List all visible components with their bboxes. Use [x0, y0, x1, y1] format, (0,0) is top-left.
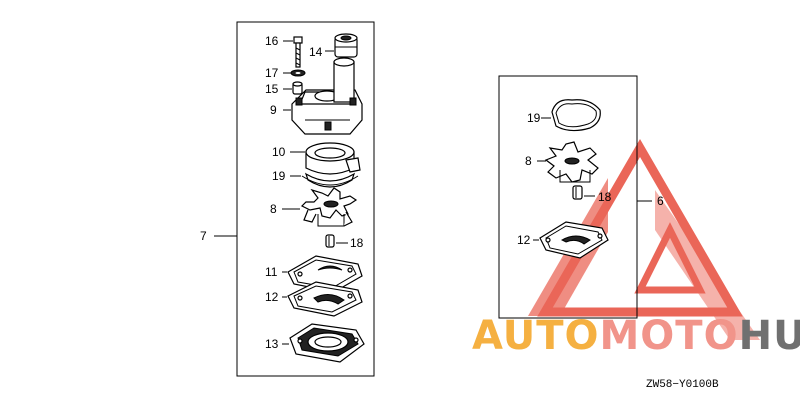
- label-9: 9: [270, 103, 277, 117]
- kit-6-frame: [498, 75, 638, 319]
- label-18-right: 18: [598, 190, 612, 204]
- label-8-left: 8: [270, 202, 277, 216]
- plate-11: [287, 255, 363, 293]
- label-19-left: 19: [272, 169, 286, 183]
- impeller-8-right: [544, 141, 599, 183]
- grommet-14: [334, 33, 358, 58]
- label-14: 14: [309, 45, 323, 59]
- label-17: 17: [265, 66, 279, 80]
- bolt-16: [293, 36, 303, 68]
- key-18-right: [572, 185, 583, 200]
- label-18-left: 18: [350, 236, 364, 250]
- drawing-code: ZW58−Y0100B: [646, 379, 719, 391]
- pump-housing-9: [291, 57, 363, 135]
- watermark-moto: MOTO: [600, 313, 739, 359]
- gasket-19-right: [551, 99, 601, 132]
- gasket-19-left: [301, 172, 359, 188]
- label-12-left: 12: [265, 290, 279, 304]
- key-18-left: [325, 234, 335, 248]
- kit-7-frame: [236, 21, 375, 377]
- base-plate-13: [289, 323, 365, 363]
- label-10: 10: [272, 145, 286, 159]
- label-15: 15: [265, 82, 279, 96]
- label-16: 16: [265, 34, 279, 48]
- label-12-right: 12: [517, 233, 531, 247]
- label-13: 13: [265, 337, 279, 351]
- collar-15: [292, 81, 303, 95]
- label-8-right: 8: [525, 154, 532, 168]
- plate-12-right: [539, 221, 609, 259]
- gasket-12-left: [287, 281, 363, 317]
- watermark-auto: AUTO: [472, 313, 600, 359]
- watermark-text: AUTOMOTOHUB: [472, 313, 800, 359]
- watermark-hub: HUB: [739, 313, 800, 359]
- impeller-8-left: [300, 187, 358, 227]
- label-11: 11: [265, 265, 278, 279]
- insert-10: [305, 142, 361, 175]
- washer-17: [290, 69, 306, 77]
- label-7: 7: [200, 229, 207, 243]
- label-6: 6: [657, 194, 664, 208]
- label-19-right: 19: [527, 111, 541, 125]
